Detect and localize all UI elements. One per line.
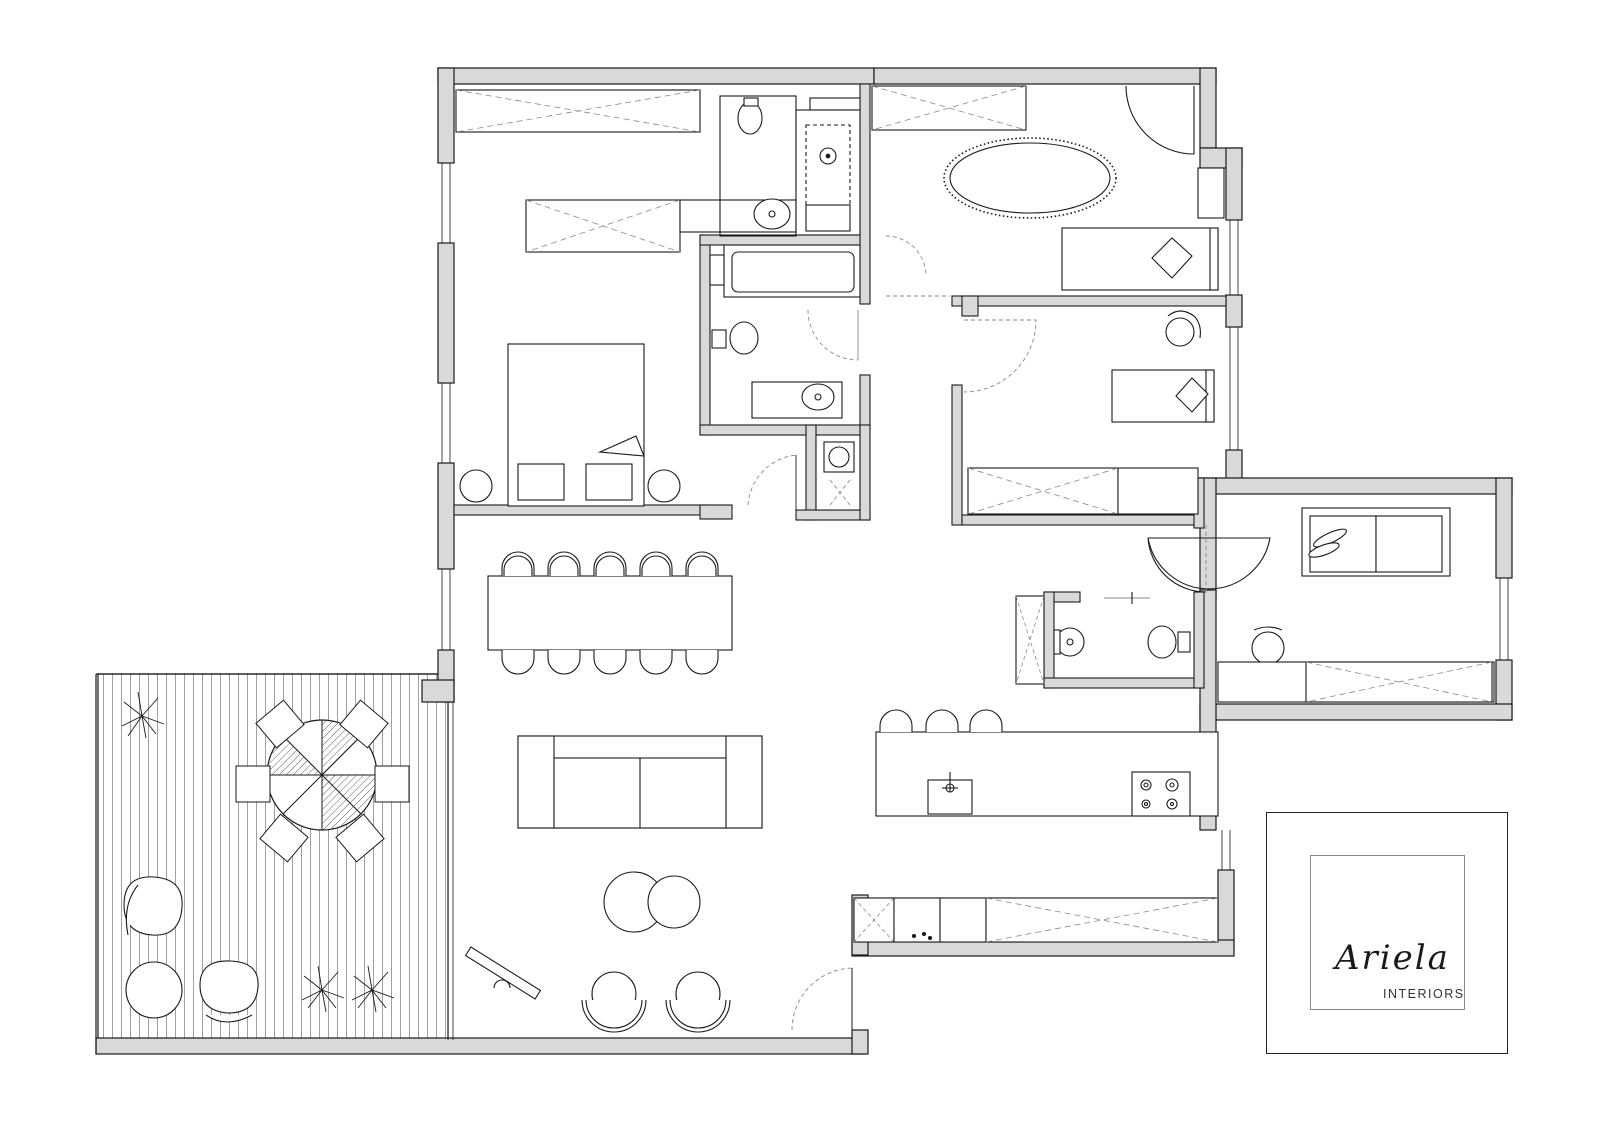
outdoor-dining-table-icon [235, 699, 410, 863]
desk-chair-icon [1251, 631, 1285, 665]
toilet-icon [1147, 625, 1177, 659]
balcony-bottom-wall [95, 1037, 865, 1055]
dining-table-icon [487, 575, 733, 651]
nightstand-right [647, 469, 681, 503]
plant-icon [121, 691, 395, 1013]
sofa-icon [517, 735, 763, 829]
bedroom-2 [963, 310, 1215, 515]
main-bathroom [709, 244, 861, 419]
rug-icon [943, 137, 1117, 219]
windows [441, 163, 1509, 870]
top-wall-right [873, 67, 1217, 85]
left-wall-3 [437, 462, 455, 570]
brand-logo-script: Ariela [1335, 938, 1450, 978]
brand-logo-subtitle: INTERIORS [1383, 987, 1465, 1001]
sofa-icon [1301, 507, 1451, 577]
armchair-icon [581, 971, 731, 1033]
cooktop-icon [1131, 771, 1191, 817]
right-wall-1 [1199, 67, 1217, 149]
left-wall-2 [437, 242, 455, 384]
study [1147, 507, 1495, 703]
master-bedroom [455, 89, 861, 507]
toilet-icon [729, 321, 759, 355]
bedroom-1 [871, 85, 1225, 297]
guest-wc [1015, 592, 1191, 685]
balcony [95, 673, 865, 1055]
dining-area [487, 551, 733, 675]
desk-chair-icon [1165, 317, 1195, 347]
toilet-icon [737, 101, 763, 135]
nightstand-left [459, 469, 493, 503]
living-area [464, 735, 763, 1033]
armchair-icon [123, 876, 259, 1023]
logo-frame [1266, 812, 1508, 1054]
floor-lamp-icon [464, 946, 542, 1000]
bed-icon [1111, 369, 1215, 423]
bar-stools [879, 709, 1003, 732]
bed-icon [1061, 227, 1219, 291]
entrance-door-icon [791, 967, 853, 1031]
kitchen [853, 709, 1219, 943]
top-wall-left [437, 67, 875, 85]
logo-inner-frame [1310, 855, 1465, 1010]
dining-chairs-bottom [501, 650, 719, 675]
dining-chairs-top [501, 551, 719, 576]
bed-icon [507, 343, 645, 507]
laundry [747, 434, 861, 511]
left-wall-1 [437, 67, 455, 164]
